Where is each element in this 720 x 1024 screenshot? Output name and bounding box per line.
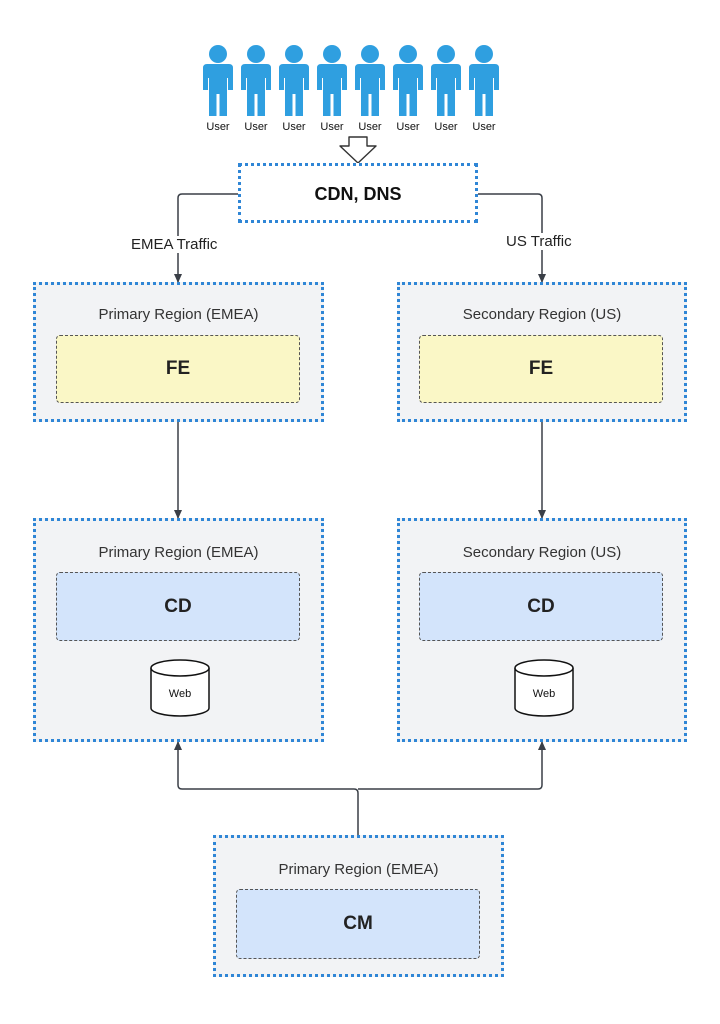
region-title: Primary Region (EMEA) xyxy=(98,306,259,323)
user: User xyxy=(351,44,389,133)
edge-cm-to-cd-secondary xyxy=(358,741,546,790)
users-to-cdn-arrow xyxy=(339,136,377,164)
user-icon xyxy=(355,45,385,116)
user-icon xyxy=(241,45,271,116)
region-title: Primary Region (EMEA) xyxy=(278,861,439,878)
database-icon xyxy=(150,659,210,717)
user-label: User xyxy=(320,121,344,133)
database-icon xyxy=(514,659,574,717)
edge-label-emea-traffic: EMEA Traffic xyxy=(128,236,221,253)
cdn-dns-box[interactable]: CDN, DNS xyxy=(238,163,478,223)
user: User xyxy=(237,44,275,133)
edge-us-traffic xyxy=(478,193,546,283)
user: User xyxy=(389,44,427,133)
edge-emea-traffic xyxy=(174,193,238,283)
region-secondary-us-fe[interactable]: Secondary Region (US) FE xyxy=(397,282,687,422)
region-title: Secondary Region (US) xyxy=(462,544,622,561)
fe-component-secondary[interactable]: FE xyxy=(419,335,663,403)
user-label: User xyxy=(206,121,230,133)
user: User xyxy=(465,44,503,133)
cm-component[interactable]: CM xyxy=(236,889,480,959)
region-title: Secondary Region (US) xyxy=(462,306,622,323)
user-label: User xyxy=(472,121,496,133)
user-label: User xyxy=(282,121,306,133)
cd-component-secondary[interactable]: CD xyxy=(419,572,663,641)
user-label: User xyxy=(244,121,268,133)
user-label: User xyxy=(396,121,420,133)
database-label: Web xyxy=(168,688,192,700)
database-primary[interactable]: Web xyxy=(149,658,211,720)
user-label: User xyxy=(358,121,382,133)
user-icon xyxy=(431,45,461,116)
region-primary-emea-cd[interactable]: Primary Region (EMEA) CD Web xyxy=(33,518,324,742)
fe-component-primary[interactable]: FE xyxy=(56,335,300,403)
cd-component-primary[interactable]: CD xyxy=(56,572,300,641)
database-secondary[interactable]: Web xyxy=(513,658,575,720)
edge-cm-to-cd-primary xyxy=(174,741,359,835)
user-icon xyxy=(469,45,499,116)
user-icon xyxy=(203,45,233,116)
user-label: User xyxy=(434,121,458,133)
user-icon xyxy=(279,45,309,116)
user: User xyxy=(427,44,465,133)
region-title: Primary Region (EMEA) xyxy=(98,544,259,561)
user: User xyxy=(199,44,237,133)
user-icon xyxy=(317,45,347,116)
region-primary-emea-cm[interactable]: Primary Region (EMEA) CM xyxy=(213,835,504,977)
region-primary-emea-fe[interactable]: Primary Region (EMEA) FE xyxy=(33,282,324,422)
user: User xyxy=(275,44,313,133)
user: User xyxy=(313,44,351,133)
region-secondary-us-cd[interactable]: Secondary Region (US) CD Web xyxy=(397,518,687,742)
edge-label-us-traffic: US Traffic xyxy=(503,233,575,250)
cdn-dns-label: CDN, DNS xyxy=(314,184,402,204)
database-label: Web xyxy=(532,688,556,700)
user-icon xyxy=(393,45,423,116)
